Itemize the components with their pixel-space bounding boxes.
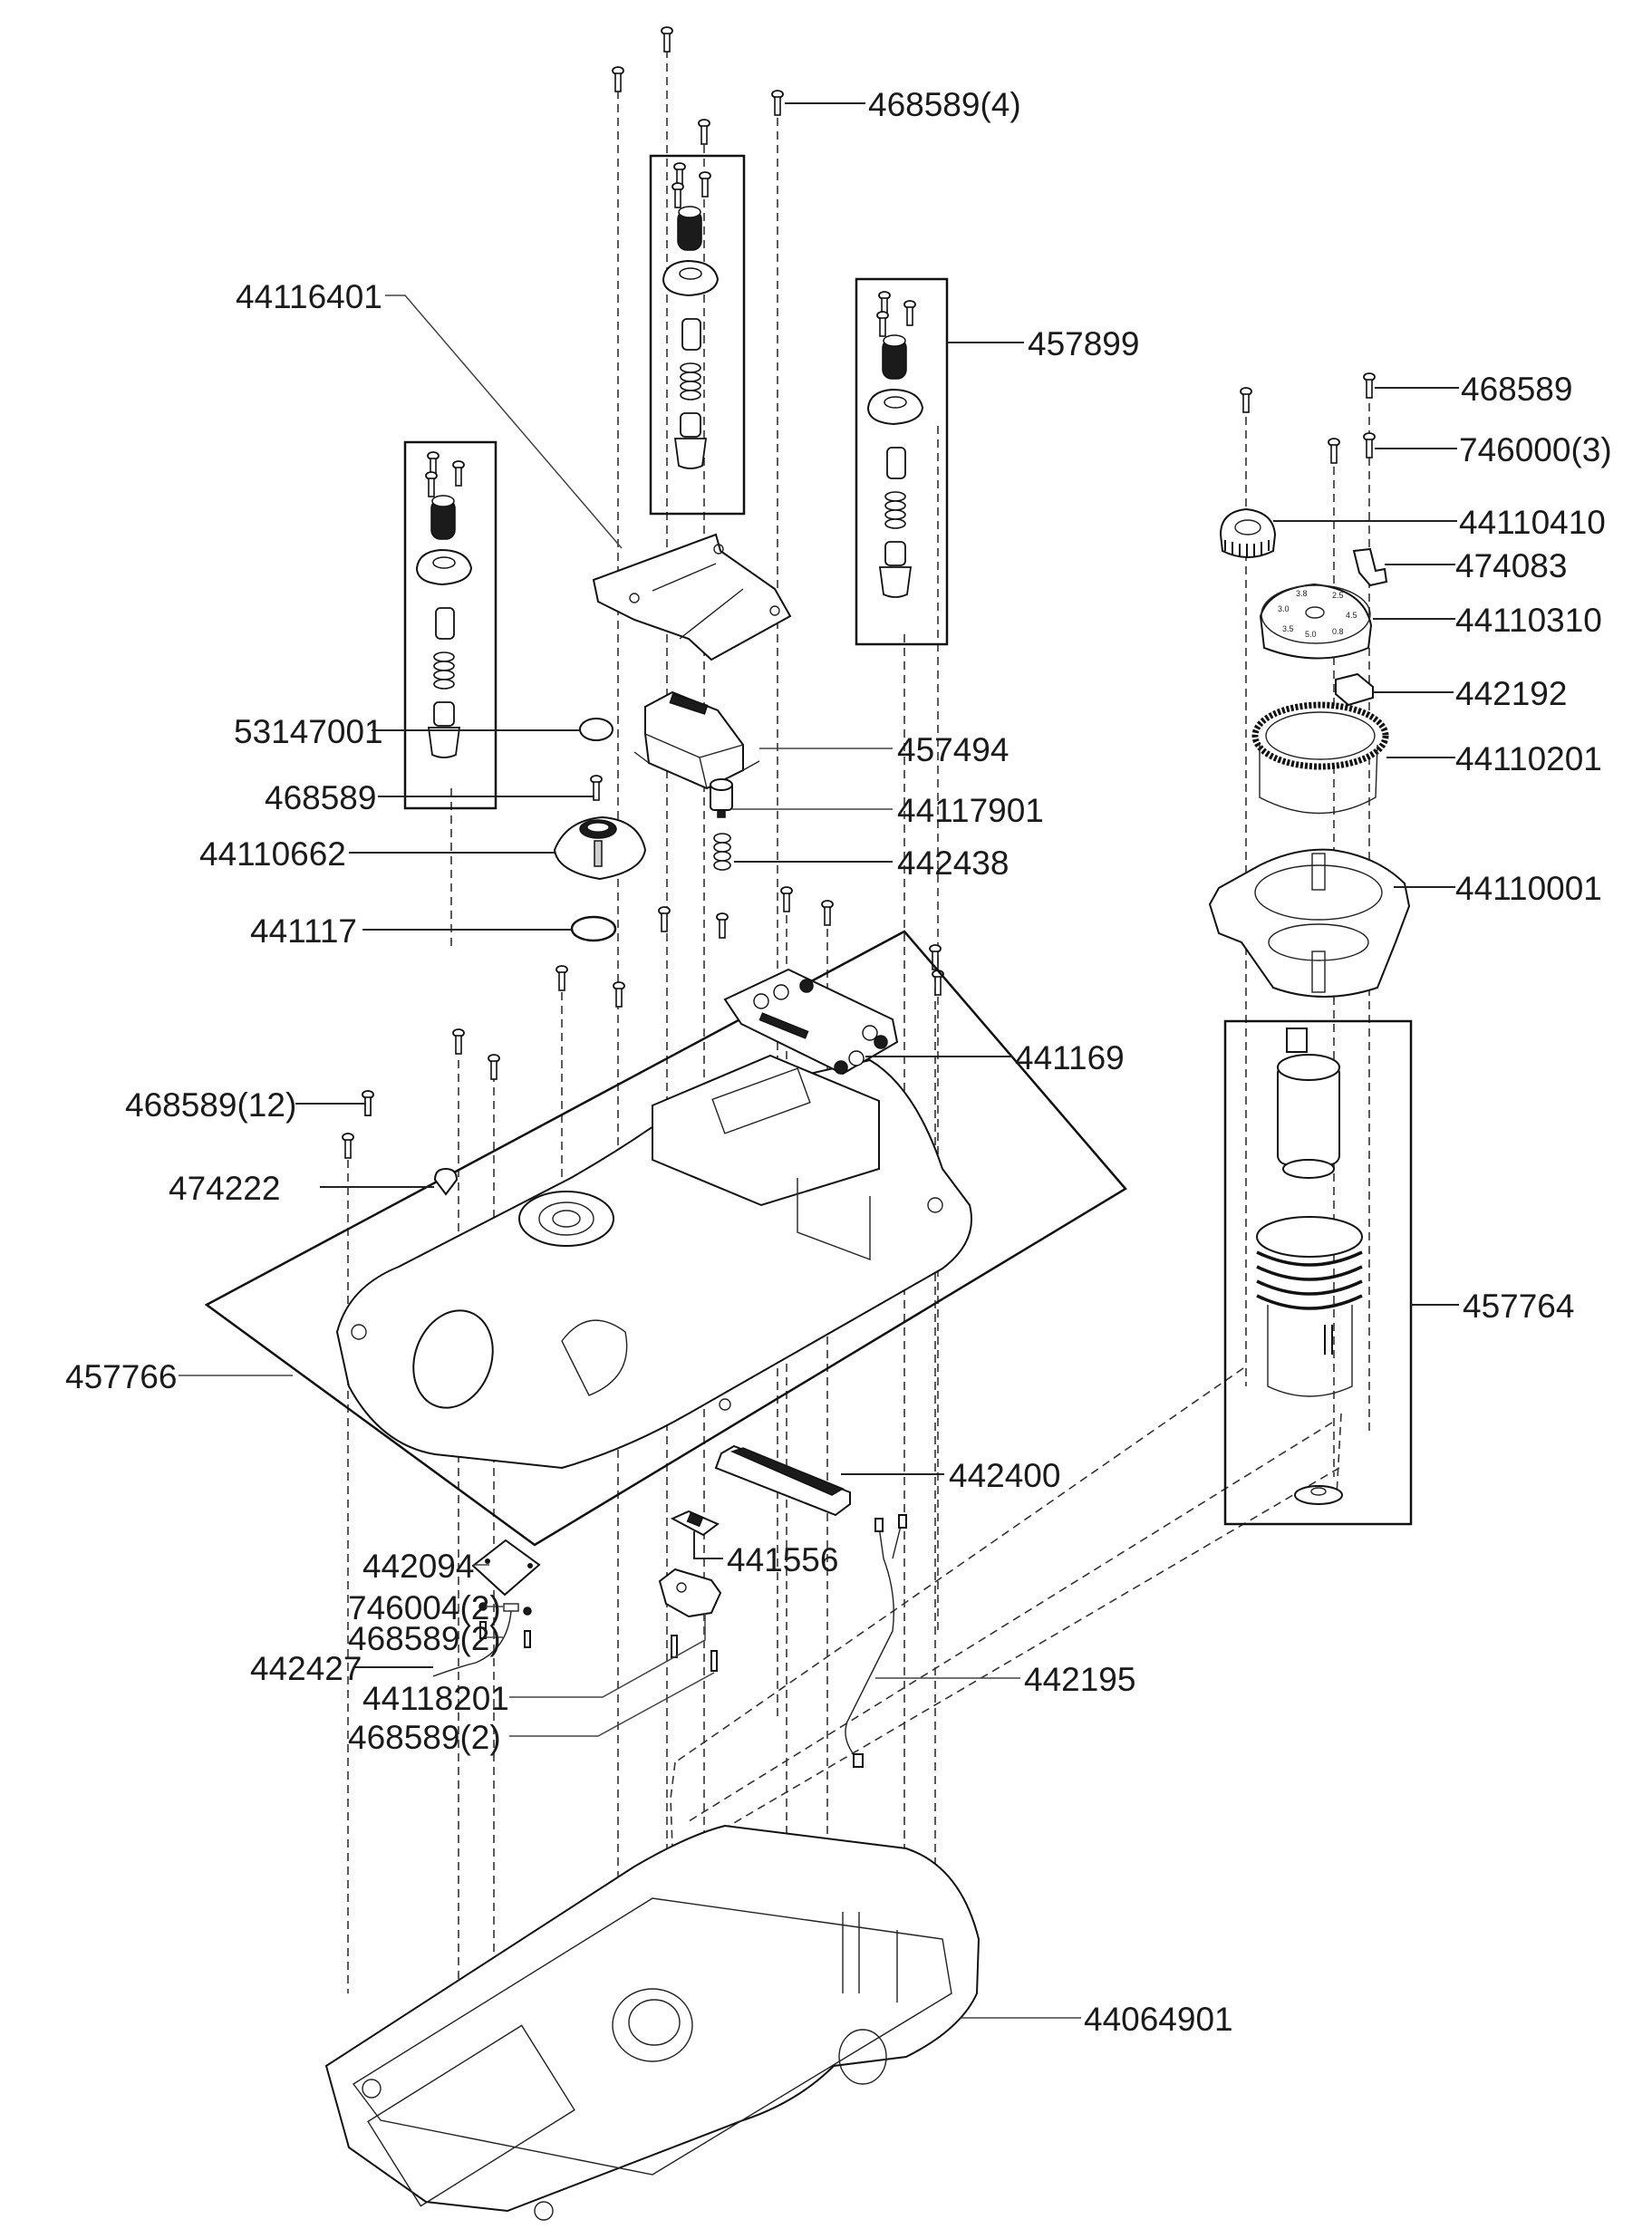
part-knob-44117901 bbox=[710, 778, 733, 818]
part-base-44064901 bbox=[324, 1824, 981, 2221]
label-442195: 442195 bbox=[1024, 1661, 1135, 1698]
part-cover-457766 bbox=[204, 930, 1127, 1547]
svg-text:3.5: 3.5 bbox=[1282, 624, 1294, 633]
label-457764: 457764 bbox=[1463, 1288, 1574, 1325]
label-441556: 441556 bbox=[727, 1541, 838, 1578]
part-plug-474222 bbox=[433, 1167, 459, 1196]
label-441117: 441117 bbox=[250, 912, 357, 950]
part-switch-474083 bbox=[1352, 547, 1388, 587]
label-442400: 442400 bbox=[949, 1457, 1060, 1494]
label-468589-12: 468589(12) bbox=[125, 1086, 296, 1124]
label-44110001: 44110001 bbox=[1455, 870, 1602, 907]
label-457899: 457899 bbox=[1028, 325, 1139, 362]
part-hub-44110662 bbox=[553, 815, 647, 881]
label-53147001: 53147001 bbox=[234, 713, 383, 750]
svg-text:0.8: 0.8 bbox=[1332, 627, 1344, 636]
valve-assembly-box-left bbox=[403, 440, 498, 810]
label-468589-4: 468589(4) bbox=[868, 86, 1021, 123]
label-442427: 442427 bbox=[250, 1650, 362, 1687]
part-dial-44110310: 3.8 2.5 3.0 4.5 3.5 5.0 0.8 bbox=[1259, 583, 1373, 660]
label-746000-3: 746000(3) bbox=[1459, 431, 1612, 468]
part-gear-44110410 bbox=[1219, 507, 1277, 558]
part-ring-gear-44110201 bbox=[1251, 701, 1389, 815]
part-cap-53147001 bbox=[579, 718, 613, 741]
label-457766: 457766 bbox=[65, 1358, 177, 1395]
part-spring-442438 bbox=[713, 833, 731, 871]
svg-text:3.0: 3.0 bbox=[1278, 604, 1290, 613]
label-44110310: 44110310 bbox=[1455, 602, 1602, 639]
part-sensor-442192 bbox=[1335, 672, 1374, 707]
label-468589-2a: 468589(2) bbox=[348, 1620, 501, 1657]
label-442192: 442192 bbox=[1455, 675, 1567, 712]
label-442438: 442438 bbox=[897, 844, 1009, 882]
leader-lines bbox=[179, 102, 1459, 2019]
label-44110662: 44110662 bbox=[199, 835, 346, 873]
label-468589-left: 468589 bbox=[265, 779, 376, 816]
label-474083: 474083 bbox=[1455, 547, 1567, 584]
label-457494: 457494 bbox=[897, 731, 1009, 768]
label-474222: 474222 bbox=[169, 1170, 280, 1207]
label-44064901: 44064901 bbox=[1084, 2001, 1233, 2038]
label-468589-right: 468589 bbox=[1461, 371, 1572, 408]
label-44117901: 44117901 bbox=[897, 792, 1044, 829]
part-bracket-44118201 bbox=[658, 1568, 722, 1672]
label-44118201: 44118201 bbox=[362, 1680, 509, 1717]
part-board-442094 bbox=[471, 1539, 541, 1597]
label-44110201: 44110201 bbox=[1455, 740, 1602, 777]
label-442094: 442094 bbox=[362, 1548, 474, 1585]
part-board-441556 bbox=[670, 1510, 720, 1537]
part-gear-housing-44110001 bbox=[1208, 848, 1411, 998]
part-labels: 468589(4) 44116401 457899 468589 746000(… bbox=[65, 86, 1612, 2038]
part-bracket-44116401 bbox=[592, 533, 792, 661]
svg-text:4.5: 4.5 bbox=[1346, 611, 1357, 620]
part-cable-442427 bbox=[432, 1610, 512, 1677]
label-44110410: 44110410 bbox=[1459, 504, 1606, 541]
svg-text:2.5: 2.5 bbox=[1332, 591, 1344, 600]
svg-text:5.0: 5.0 bbox=[1305, 630, 1317, 639]
svg-text:3.8: 3.8 bbox=[1296, 589, 1308, 598]
part-module-457494 bbox=[633, 690, 760, 790]
part-filter-442400 bbox=[714, 1444, 851, 1517]
valve-assembly-box-center bbox=[649, 154, 746, 516]
label-468589-2b: 468589(2) bbox=[348, 1719, 501, 1756]
label-441169: 441169 bbox=[1015, 1039, 1125, 1076]
valve-assembly-box-right bbox=[855, 277, 949, 646]
part-cable-442195 bbox=[845, 1514, 907, 1768]
label-746004-2: 746004(2) bbox=[348, 1589, 501, 1626]
part-keypad-441169 bbox=[723, 968, 899, 1076]
part-oring-441117 bbox=[570, 915, 617, 942]
motor-assembly-box-457764 bbox=[1223, 1019, 1413, 1526]
label-44116401: 44116401 bbox=[236, 278, 382, 315]
